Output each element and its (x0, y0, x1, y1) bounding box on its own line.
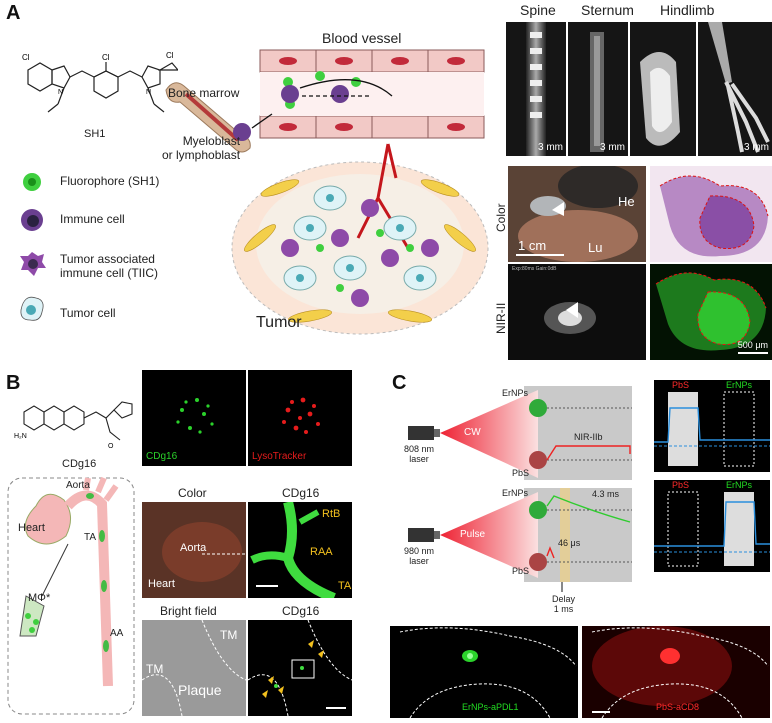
laser-808-label: 808 nm laser (404, 444, 435, 464)
cdg16-title: CDg16 (282, 486, 320, 500)
lysotracker-label: LysoTracker (252, 451, 307, 462)
immune-cell-icon (21, 209, 43, 231)
tumor-cell-icon (20, 296, 44, 321)
plot2-pbs: PbS (672, 480, 690, 490)
panel-letter-c: C (392, 372, 407, 394)
macrophage-label: MΦ* (28, 592, 51, 604)
pbs-label-2: PbS (512, 566, 530, 576)
ernps-label-1: ErNPs (502, 388, 529, 398)
panel-letter-b: B (6, 372, 21, 394)
plot1-ernps: ErNPs (726, 380, 753, 390)
pbs-acd8-label: PbS-aCD8 (656, 702, 700, 712)
raa-label: RAA (310, 546, 333, 558)
legend-immune-cell: Immune cell (60, 212, 125, 226)
color-title: Color (178, 486, 207, 500)
he-label: He (618, 194, 635, 209)
ernps-apdl1-image: ErNPs-aPDL1 (390, 626, 578, 719)
scale-bar-500um (738, 352, 768, 354)
cdg16-plaque-image (247, 619, 353, 717)
hindlimb-image-2: 3 mm (698, 22, 772, 156)
aorta-image-label: Aorta (180, 542, 207, 554)
panel-letter-a: A (6, 2, 21, 24)
signal-plot-cw: PbS ErNPs (654, 380, 770, 472)
laser-980-label: 980 nm laser (404, 546, 435, 566)
exposure-readout: Exp:80ms Gain:0dB (512, 266, 557, 272)
color-surgery-image: He Lu 1 cm (508, 164, 646, 262)
hindlimb-scale: 3 mm (744, 142, 769, 153)
brightfield-title: Bright field (160, 604, 217, 618)
legend-fluorophore: Fluorophore (SH1) (60, 174, 160, 188)
histology-he-image (650, 166, 772, 262)
cdg16-cell-label: CDg16 (146, 451, 178, 462)
svg-text:O: O (108, 443, 114, 450)
cw-label: CW (464, 427, 481, 438)
ernps-apdl1-label: ErNPs-aPDL1 (462, 702, 519, 712)
spine-title: Spine (520, 2, 556, 18)
sternum-image: 3 mm (568, 22, 628, 156)
svg-text:N: N (146, 89, 151, 96)
svg-text:Cl: Cl (102, 53, 110, 62)
sternum-title: Sternum (581, 2, 634, 18)
signal-plot-pulse: PbS ErNPs (654, 480, 770, 572)
cdg16-molecule-label: CDg16 (62, 458, 97, 470)
plot2-ernps: ErNPs (726, 480, 753, 490)
ta-label: TA (84, 532, 97, 543)
sh1-molecule-structure: Cl Cl Cl N N (22, 51, 178, 113)
cdg16-title-2: CDg16 (282, 604, 320, 618)
aorta-label: Aorta (66, 480, 90, 491)
brightfield-image: TM TM Plaque (141, 619, 247, 717)
legend-tumor-cell: Tumor cell (60, 306, 116, 320)
hindlimb-image-1 (630, 22, 696, 156)
aa-label: AA (110, 628, 124, 639)
pbs-acd8-image: PbS-aCD8 (582, 626, 770, 719)
fluorophore-icon (23, 173, 41, 191)
color-aorta-image: Aorta Heart (142, 502, 246, 598)
svg-text:Cl: Cl (166, 51, 174, 60)
plot1-pbs: PbS (672, 380, 690, 390)
cdg16-aorta-image: RtB RAA TA (248, 500, 352, 603)
rtb-label: RtB (322, 508, 341, 520)
tiic-icon (20, 252, 46, 276)
sh1-label: SH1 (84, 128, 106, 140)
cdg16-cell-image: CDg16 (142, 370, 246, 466)
pulse-label: Pulse (460, 529, 486, 540)
tm-label-2: TM (220, 628, 238, 642)
tm-label-1: TM (146, 662, 164, 676)
delay-label: Delay 1 ms (552, 594, 576, 614)
svg-text:N: N (58, 89, 63, 96)
hindlimb-title: Hindlimb (660, 2, 715, 18)
scale-bar-1cm (516, 254, 564, 256)
heart-image-label: Heart (148, 578, 175, 590)
scale-500um: 500 μm (737, 340, 768, 350)
excitation-schematic (408, 386, 632, 592)
bone-marrow-label: Bone marrow (168, 86, 240, 100)
cl-label: Cl (22, 53, 30, 62)
row-label-color: Color (494, 203, 508, 232)
spine-image: 3 mm (506, 22, 566, 156)
svg-text:H₂N: H₂N (14, 433, 27, 440)
aorta-schematic (7, 476, 135, 715)
legend-tiic: Tumor associated immune cell (TIIC) (60, 252, 159, 280)
lysotracker-cell-image: LysoTracker (248, 370, 352, 466)
heart-label: Heart (18, 522, 45, 534)
histology-fluor-image: 500 μm (650, 264, 772, 360)
sternum-scale: 3 mm (600, 142, 625, 153)
blood-vessel-title: Blood vessel (322, 30, 402, 46)
plaque-label: Plaque (178, 682, 222, 698)
nir-iib-label: NIR-IIb (574, 432, 603, 442)
cdg16-molecule-structure: H₂N O (14, 401, 133, 450)
myeloblast-label: Myeloblast or lymphoblast (162, 134, 241, 162)
nir-surgery-image: Exp:80ms Gain:0dB (508, 264, 646, 360)
row-label-nir: NIR-II (494, 302, 508, 334)
spine-scale: 3 mm (538, 142, 563, 153)
ta-image-label: TA (338, 580, 352, 592)
decay-46us: 46 μs (558, 538, 581, 548)
scale-1cm: 1 cm (518, 238, 547, 253)
ernps-label-2: ErNPs (502, 488, 529, 498)
tumor-vessel-diagram (165, 49, 489, 335)
pbs-label-1: PbS (512, 468, 530, 478)
tumor-label: Tumor (256, 314, 302, 331)
lu-label: Lu (588, 240, 603, 255)
decay-4-3ms: 4.3 ms (592, 489, 620, 499)
